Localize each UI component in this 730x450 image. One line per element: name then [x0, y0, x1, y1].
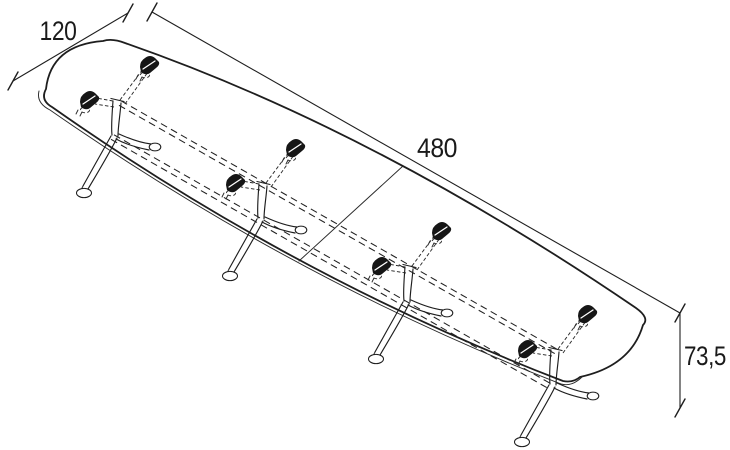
- table-leg-3: [368, 222, 453, 364]
- dimension-tick: [146, 2, 158, 22]
- table-leg-1: [76, 56, 161, 198]
- tabletop-seam-line: [298, 165, 404, 262]
- dimension-tick: [7, 3, 134, 91]
- support-rails: [110, 100, 559, 389]
- length-dimension: 480: [146, 2, 681, 314]
- length-dimension-line: [151, 11, 681, 314]
- length-dimension-label: 480: [417, 133, 457, 163]
- height-dimension: 73,5: [674, 303, 727, 418]
- height-dimension-label: 73,5: [684, 341, 726, 371]
- table-legs: [76, 56, 599, 447]
- tabletop-edge-thickness: [38, 90, 583, 386]
- dimension-tick: [674, 303, 686, 418]
- width-dimension-line: [12, 12, 129, 82]
- width-dimension-label: 120: [40, 16, 77, 46]
- tabletop-outline: [43, 38, 647, 383]
- width-dimension: 120: [7, 3, 134, 91]
